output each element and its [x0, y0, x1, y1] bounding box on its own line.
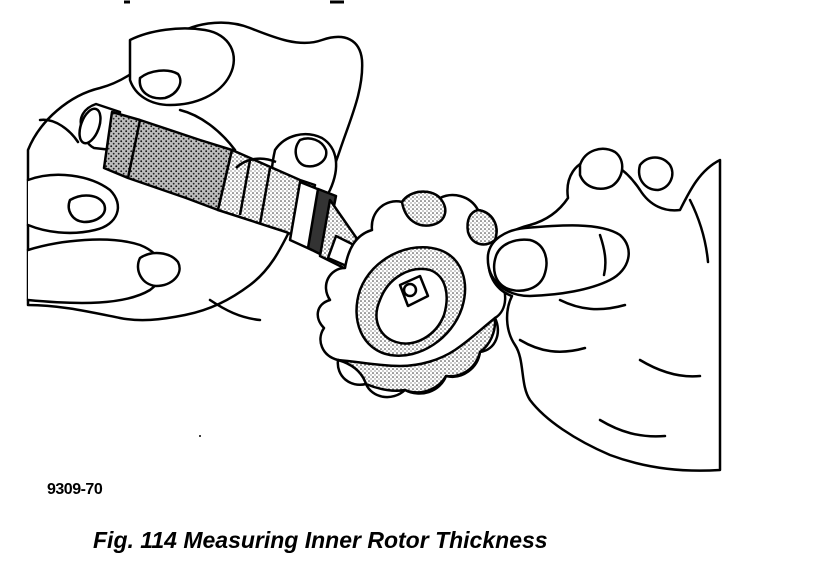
speck-mark [199, 435, 201, 437]
figure-reference-code: 9309-70 [47, 481, 103, 498]
inner-rotor [316, 190, 507, 399]
right-hand [486, 147, 722, 472]
figure-caption: Fig. 114 Measuring Inner Rotor Thickness [93, 527, 548, 553]
rotor-measurement-illustration [26, 0, 722, 472]
